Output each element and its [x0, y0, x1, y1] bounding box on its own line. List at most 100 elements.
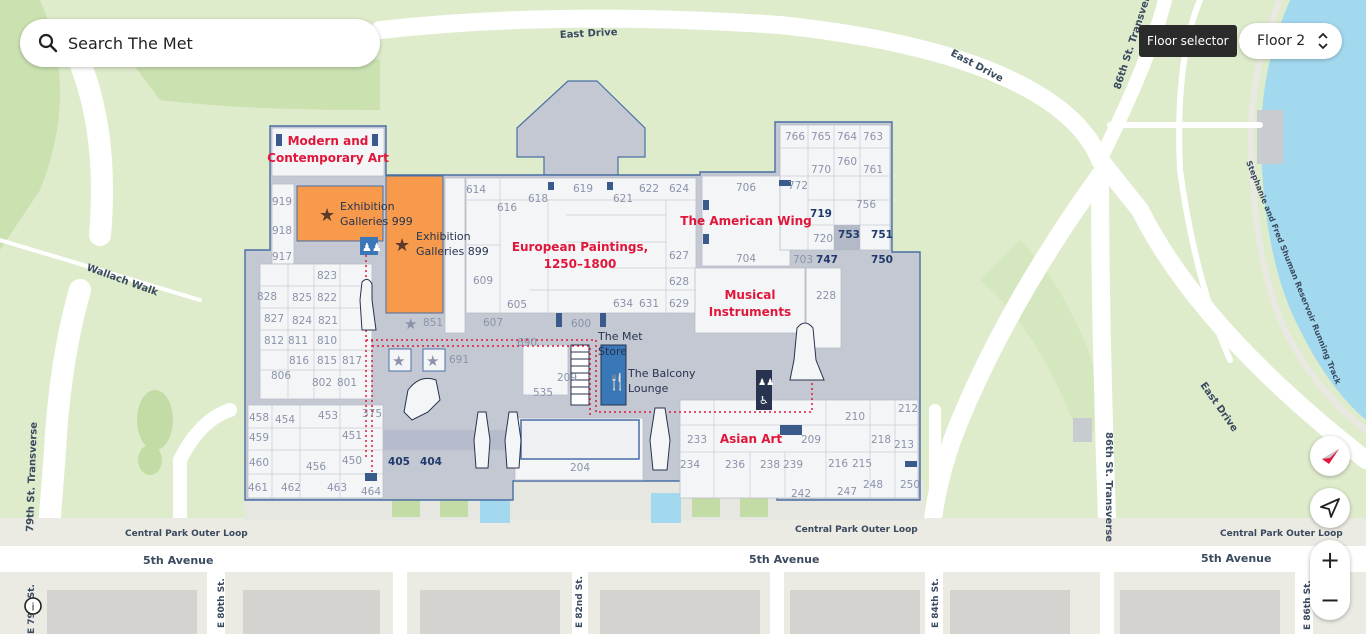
gallery-number[interactable]: 619 — [573, 183, 593, 195]
gallery-number[interactable]: 239 — [783, 459, 803, 471]
area-label-balcony[interactable]: The Balcony — [627, 367, 696, 380]
gallery-number[interactable]: 236 — [725, 459, 745, 471]
gallery-number[interactable]: 756 — [856, 199, 876, 211]
gallery-number[interactable]: 825 — [292, 292, 312, 304]
area-label-store-2[interactable]: Store — [598, 345, 627, 358]
gallery-number[interactable]: 458 — [249, 412, 269, 424]
zoom-out-button[interactable]: − — [1310, 580, 1350, 620]
area-label-store[interactable]: The Met — [597, 330, 643, 343]
gallery-number[interactable]: 704 — [736, 253, 756, 265]
gallery-number[interactable]: 917 — [272, 251, 292, 263]
gallery-number[interactable]: 828 — [257, 291, 277, 303]
gallery-number[interactable]: 801 — [337, 377, 357, 389]
gallery-number[interactable]: 851 — [423, 317, 443, 329]
area-label-balcony-2[interactable]: Lounge — [628, 382, 669, 395]
gallery-number[interactable]: 760 — [837, 156, 857, 168]
gallery-number[interactable]: 600 — [571, 318, 591, 330]
gallery-number[interactable]: 627 — [669, 250, 689, 262]
gallery-number[interactable]: 242 — [791, 488, 811, 500]
gallery-number[interactable]: 212 — [898, 403, 918, 415]
gallery-number[interactable]: 213 — [894, 439, 914, 451]
gallery-number[interactable]: 761 — [863, 164, 883, 176]
gallery-number[interactable]: 461 — [248, 482, 268, 494]
gallery-number[interactable]: 763 — [863, 131, 883, 143]
floor-selector[interactable]: Floor 2 — [1239, 23, 1342, 59]
gallery-number[interactable]: 770 — [811, 164, 831, 176]
gallery-number[interactable]: 918 — [272, 225, 292, 237]
gallery-number[interactable]: 824 — [292, 315, 312, 327]
gallery-number[interactable]: 812 — [264, 335, 284, 347]
gallery-number[interactable]: 605 — [507, 299, 527, 311]
gallery-number[interactable]: 821 — [318, 315, 338, 327]
area-label-exh999[interactable]: Exhibition — [340, 200, 395, 213]
area-label-exh899-2[interactable]: Galleries 899 — [416, 245, 489, 258]
gallery-number[interactable]: 607 — [483, 317, 503, 329]
gallery-number[interactable]: 919 — [272, 196, 292, 208]
exhibition-galleries-999[interactable] — [296, 185, 384, 242]
gallery-number[interactable]: 811 — [288, 335, 308, 347]
gallery-number[interactable]: 375 — [362, 408, 382, 420]
gallery-number[interactable]: 720 — [813, 233, 833, 245]
gallery-number[interactable]: 404 — [420, 456, 442, 468]
area-label-european-2[interactable]: 1250–1800 — [544, 257, 617, 271]
gallery-number[interactable]: 750 — [871, 254, 893, 266]
gallery-number[interactable]: 618 — [528, 193, 548, 205]
search-bar[interactable] — [20, 19, 380, 67]
gallery-number[interactable]: 250 — [900, 479, 920, 491]
zoom-in-button[interactable]: + — [1310, 540, 1350, 580]
gallery-number[interactable]: 706 — [736, 182, 756, 194]
gallery-number[interactable]: 815 — [317, 355, 337, 367]
area-label-european[interactable]: European Paintings, — [512, 240, 648, 254]
gallery-number[interactable]: 827 — [264, 313, 284, 325]
area-label-musical-2[interactable]: Instruments — [709, 305, 791, 319]
gallery-number[interactable]: 247 — [837, 486, 857, 498]
gallery-number[interactable]: 459 — [249, 432, 269, 444]
gallery-number[interactable]: 806 — [271, 370, 291, 382]
area-label-musical[interactable]: Musical — [724, 288, 775, 302]
area-label-asian[interactable]: Asian Art — [720, 432, 783, 446]
gallery-number[interactable]: 631 — [639, 298, 659, 310]
gallery-number[interactable]: 616 — [497, 202, 517, 214]
gallery-number[interactable]: 460 — [249, 457, 269, 469]
gallery-number[interactable]: 210 — [845, 411, 865, 423]
gallery-number[interactable]: 453 — [318, 410, 338, 422]
balcony-lounge-room[interactable] — [600, 344, 627, 406]
gallery-number[interactable]: 753 — [838, 229, 860, 241]
exhibition-galleries-899[interactable] — [385, 175, 444, 314]
gallery-number[interactable]: 454 — [275, 414, 295, 426]
area-label-modern[interactable]: Modern and — [288, 134, 369, 148]
gallery-number[interactable]: 216 — [828, 458, 848, 470]
area-label-exh899[interactable]: Exhibition — [416, 230, 471, 243]
gallery-number[interactable]: 690 — [517, 337, 537, 349]
gallery-number[interactable]: 816 — [289, 355, 309, 367]
gallery-number[interactable]: 719 — [810, 208, 832, 220]
gallery-number[interactable]: 703 — [793, 254, 813, 266]
area-label-exh999-2[interactable]: Galleries 999 — [340, 215, 413, 228]
gallery-number[interactable]: 624 — [669, 183, 689, 195]
gallery-number[interactable]: 817 — [342, 355, 362, 367]
gallery-number[interactable]: 218 — [871, 434, 891, 446]
gallery-number[interactable]: 209 — [557, 372, 577, 384]
gallery-number[interactable]: 228 — [816, 290, 836, 302]
gallery-number[interactable]: 215 — [852, 458, 872, 470]
info-icon[interactable]: i — [23, 596, 43, 616]
gallery-number[interactable]: 234 — [680, 459, 700, 471]
gallery-number[interactable]: 614 — [466, 184, 486, 196]
gallery-number[interactable]: 822 — [317, 292, 337, 304]
gallery-number[interactable]: 463 — [327, 482, 347, 494]
locate-button[interactable] — [1310, 488, 1350, 528]
gallery-number[interactable]: 248 — [863, 479, 883, 491]
gallery-number[interactable]: 456 — [306, 461, 326, 473]
gallery-number[interactable]: 622 — [639, 183, 659, 195]
gallery-number[interactable]: 634 — [613, 298, 633, 310]
gallery-number[interactable]: 204 — [570, 462, 590, 474]
search-input[interactable] — [66, 32, 350, 54]
gallery-number[interactable]: 747 — [816, 254, 838, 266]
gallery-number[interactable]: 450 — [342, 455, 362, 467]
gallery-number[interactable]: 691 — [449, 354, 469, 366]
gallery-number[interactable]: 238 — [760, 459, 780, 471]
gallery-number[interactable]: 766 — [785, 131, 805, 143]
compass-button[interactable] — [1310, 436, 1350, 476]
gallery-number[interactable]: 209 — [801, 434, 821, 446]
